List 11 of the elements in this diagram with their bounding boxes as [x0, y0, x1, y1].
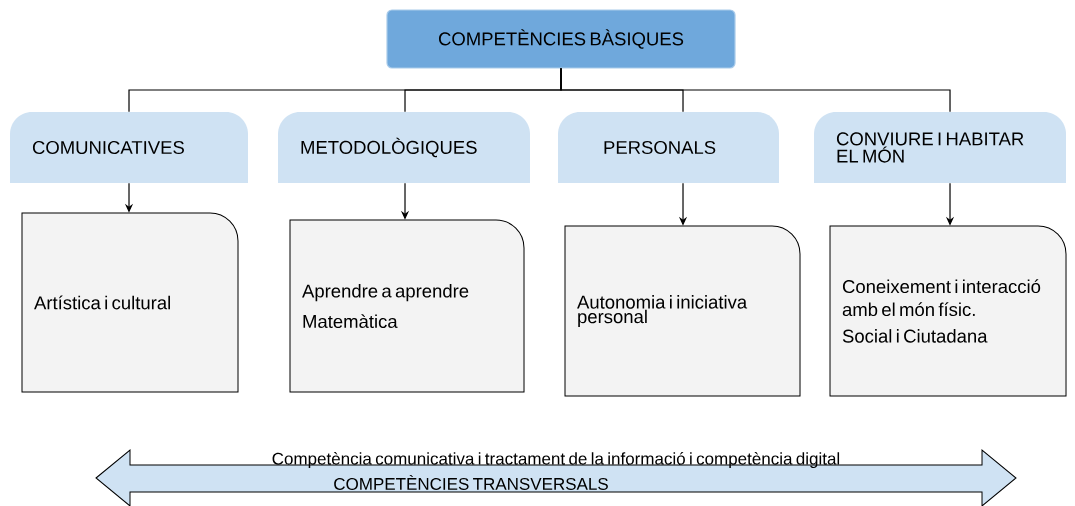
content-box: Coneixement i interacció amb el món físic. Social i Ciutadana	[829, 225, 1067, 397]
category-box: METODOLÒGIQUES	[278, 112, 530, 183]
content-box: Autonomia i iniciativa personal	[564, 225, 801, 397]
content-box: Aprendre a aprendre Matemàtica	[289, 219, 525, 393]
category-box: PERSONALS	[558, 112, 779, 183]
title-box: COMPETÈNCIES BÀSIQUES	[386, 9, 736, 69]
content-box: Artística i cultural	[21, 212, 239, 393]
category-box: COMUNICATIVES	[10, 112, 248, 183]
connector	[560, 67, 951, 113]
double-arrow-band: Competència comunicativa i tractament de la informació i competència digital COMPETÈNCIES TRANSVERSALS	[95, 449, 1017, 506]
category-box: CONVIURE I HABITAR EL MÓN	[814, 112, 1066, 183]
